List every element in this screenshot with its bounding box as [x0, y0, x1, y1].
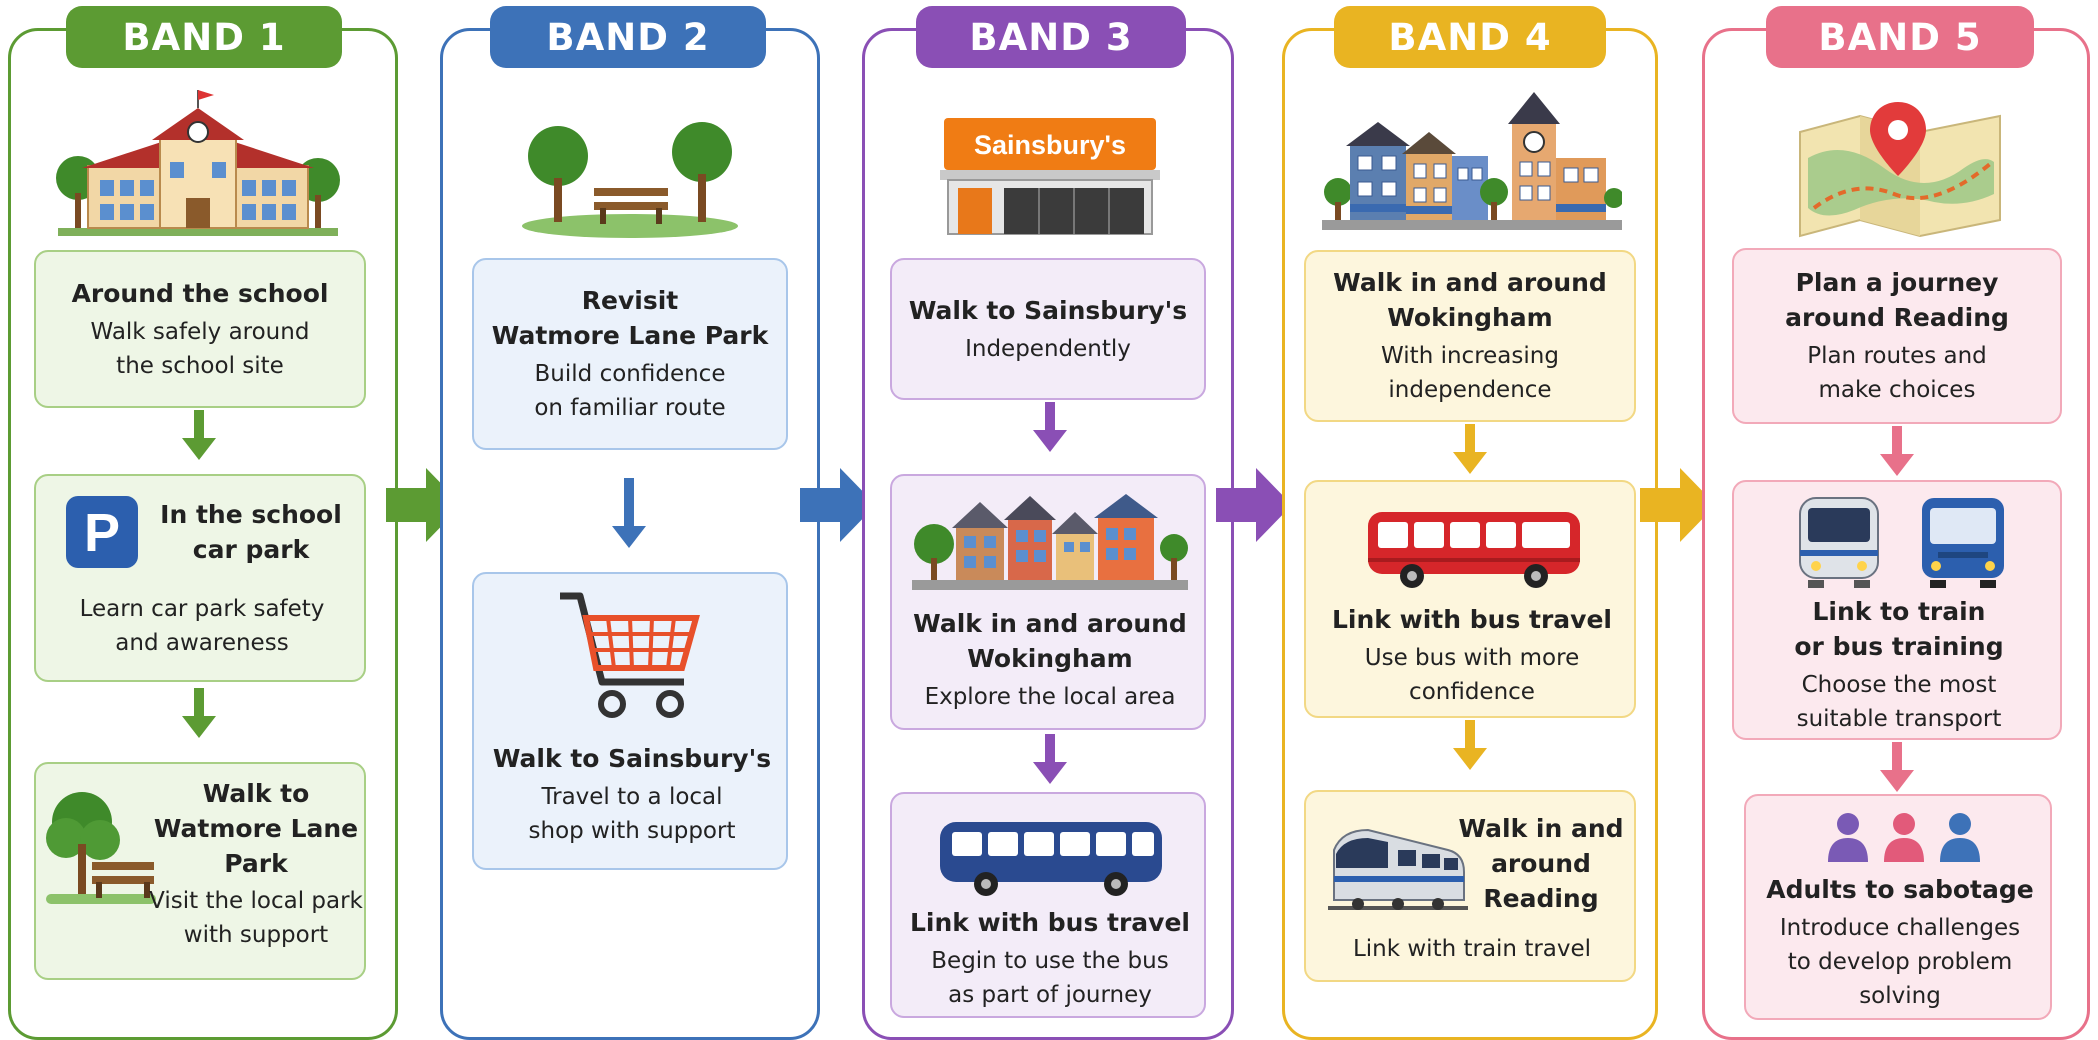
card-subtitle: Introduce challenges to develop problem …	[1779, 914, 2021, 1009]
band-3-card-sainsburys: Walk to Sainsbury's Independently	[890, 258, 1206, 400]
supermarket-icon: Sainsbury's	[940, 114, 1160, 238]
card-title: In the school car park	[160, 500, 342, 564]
card-subtitle: Link with train travel	[1352, 936, 1592, 962]
card-title: Link to train or bus training	[1794, 597, 2004, 661]
train-icon	[1794, 494, 1884, 590]
map-pin-icon	[1794, 98, 2006, 238]
card-title: Walk in and around Wokingham	[913, 609, 1187, 673]
card-title: Walk in and around Reading	[1458, 813, 1624, 913]
band-1-card-car-park: P In the school car park Learn car park …	[34, 474, 366, 682]
arrow-right-icon	[800, 468, 876, 542]
band-2-card-revisit-park: Revisit Watmore Lane Park Build confiden…	[472, 258, 788, 450]
town-icon	[912, 488, 1188, 592]
card-subtitle: Begin to use the bus as part of journey	[931, 947, 1169, 1008]
arrow-right-icon	[1216, 468, 1292, 542]
band-4-card-reading: Walk in and around Reading Link with tra…	[1304, 790, 1636, 982]
arrow-down-icon	[1880, 426, 1914, 478]
band-1-card-around-school: Around the school Walk safely around the…	[34, 250, 366, 408]
arrow-down-icon	[1880, 742, 1914, 794]
arrow-down-icon	[182, 410, 216, 462]
band-5-card-plan-journey: Plan a journey around Reading Plan route…	[1732, 248, 2062, 424]
arrow-down-icon	[612, 478, 646, 550]
band-1-card-watmore-park: Walk to Watmore Lane Park Visit the loca…	[34, 762, 366, 980]
town-icon	[1322, 92, 1622, 232]
band-5-title: BAND 5	[1766, 6, 2034, 68]
band-1-title: BAND 1	[66, 6, 342, 68]
card-title: Revisit Watmore Lane Park	[491, 286, 769, 350]
card-subtitle: With increasing independence	[1381, 343, 1559, 403]
band-3-card-wokingham: Walk in and around Wokingham Explore the…	[890, 474, 1206, 730]
arrow-down-icon	[182, 688, 216, 740]
card-title: Walk to Sainsbury's	[908, 295, 1188, 325]
park-bench-icon	[42, 782, 162, 912]
bus-icon	[936, 818, 1166, 898]
band-3-title: BAND 3	[916, 6, 1186, 68]
card-title: Link with bus travel	[910, 907, 1190, 937]
card-subtitle: Plan routes and make choices	[1807, 343, 1987, 403]
card-subtitle: Learn car park safety and awareness	[79, 596, 325, 656]
arrow-right-icon	[1640, 468, 1716, 542]
card-subtitle: Use bus with more confidence	[1364, 644, 1580, 705]
band-3-card-bus-travel: Link with bus travel Begin to use the bu…	[890, 792, 1206, 1018]
card-title: Link with bus travel	[1332, 604, 1612, 634]
bus-icon	[1364, 508, 1584, 592]
people-icon	[1824, 810, 1984, 864]
shopping-cart-icon	[556, 588, 706, 728]
band-4-card-bus-travel: Link with bus travel Use bus with more c…	[1304, 480, 1636, 718]
park-icon	[520, 112, 740, 238]
arrow-down-icon	[1453, 720, 1487, 772]
school-icon	[48, 88, 348, 238]
band-5-card-train-bus: Link to train or bus training Choose the…	[1732, 480, 2062, 740]
card-subtitle: Build confidence on familiar route	[534, 361, 726, 421]
store-sign: Sainsbury's	[974, 130, 1126, 160]
arrow-down-icon	[1453, 424, 1487, 476]
band-4-title: BAND 4	[1334, 6, 1606, 68]
card-title: Walk to Sainsbury's	[492, 743, 772, 773]
arrow-down-icon	[1033, 402, 1067, 454]
train-icon	[1328, 820, 1468, 920]
card-subtitle: Explore the local area	[924, 684, 1176, 710]
card-title: Adults to sabotage	[1766, 874, 2034, 904]
parking-icon: P	[64, 494, 140, 570]
band-5-card-adults-sabotage: Adults to sabotage Introduce challenges …	[1744, 794, 2052, 1020]
bus-icon	[1918, 494, 2008, 590]
band-4-card-wokingham: Walk in and around Wokingham With increa…	[1304, 250, 1636, 422]
card-title: Plan a journey around Reading	[1785, 268, 2009, 332]
card-title: Walk in and around Wokingham	[1333, 268, 1607, 332]
band-2-title: BAND 2	[490, 6, 766, 68]
card-subtitle: Travel to a local shop with support	[528, 783, 736, 844]
arrow-down-icon	[1033, 734, 1067, 786]
parking-letter: P	[84, 503, 120, 563]
card-title: Around the school	[71, 278, 329, 308]
card-title: Walk to Watmore Lane Park	[153, 778, 359, 878]
band-2-card-sainsburys: Walk to Sainsbury's Travel to a local sh…	[472, 572, 788, 870]
card-subtitle: Choose the most suitable transport	[1796, 672, 2002, 732]
card-subtitle: Walk safely around the school site	[90, 318, 310, 379]
card-subtitle: Independently	[965, 335, 1131, 362]
card-subtitle: Visit the local park with support	[149, 888, 363, 948]
